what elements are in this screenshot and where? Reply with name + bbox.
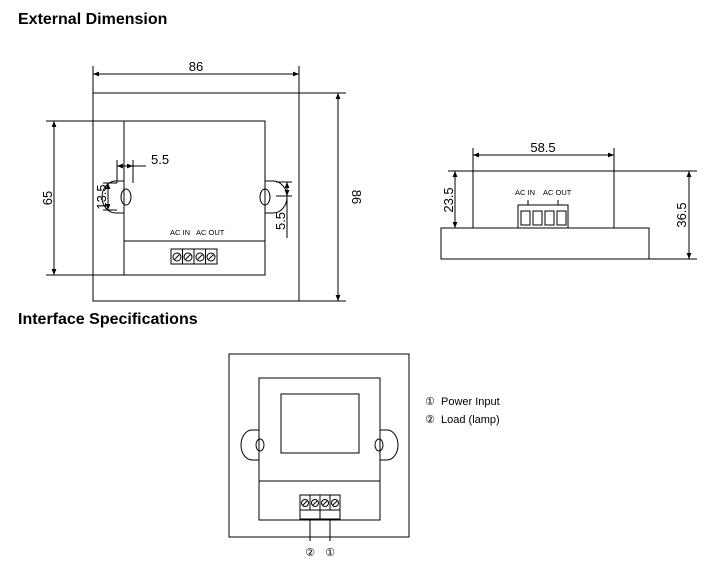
legend-text-load-lamp: Load (lamp)	[441, 414, 500, 426]
side-width-label: 58.5	[530, 140, 555, 155]
side-base-plate	[440, 227, 650, 260]
interface-view	[228, 353, 410, 541]
interface-terminal-block	[299, 494, 341, 520]
side-ac-out-label: AC OUT	[543, 188, 572, 197]
front-ac-in-label: AC IN	[170, 228, 190, 237]
interface-display-window	[280, 393, 360, 454]
hole-height-label: 13.5	[94, 184, 109, 209]
interface-left-hole	[255, 438, 265, 452]
terminal-marker-power: ①	[325, 547, 335, 559]
front-module-body	[123, 120, 266, 276]
left-mounting-hole	[120, 188, 132, 206]
front-terminal-block	[170, 248, 218, 265]
side-width-dimension	[472, 148, 615, 171]
hole-height-dimension	[103, 182, 117, 211]
front-view	[46, 66, 346, 302]
front-inner-height-dimension	[46, 120, 124, 276]
front-ac-out-label: AC OUT	[196, 228, 225, 237]
right-mounting-ear	[265, 180, 288, 214]
side-view	[440, 148, 697, 260]
legend-text-power-input: Power Input	[441, 396, 500, 408]
external-dimension-heading: External Dimension	[18, 11, 168, 28]
hole-offset-dimension	[116, 160, 146, 183]
side-total-height-dimension	[614, 170, 697, 260]
interface-outer-plate	[228, 353, 410, 538]
interface-left-ear	[240, 429, 259, 461]
hole-offset-label: 5.5	[151, 152, 169, 167]
side-module-body	[472, 170, 615, 229]
right-mounting-hole	[259, 188, 271, 206]
front-width-label: 86	[189, 59, 203, 74]
side-terminal-block	[517, 200, 569, 229]
front-inner-height-label: 65	[40, 191, 55, 205]
terminal-marker-load: ②	[305, 547, 315, 559]
hole-bottom-dimension	[276, 181, 292, 238]
interface-module-body	[258, 377, 381, 521]
front-outer-height-label: 86	[349, 190, 364, 204]
front-outer-plate	[92, 92, 300, 302]
interface-specifications-heading: Interface Specifications	[18, 311, 198, 328]
interface-right-ear	[380, 429, 399, 461]
legend-marker-2: ②	[425, 414, 435, 426]
side-module-height-label: 23.5	[441, 187, 456, 212]
front-width-dimension	[92, 66, 300, 93]
front-outer-height-dimension	[299, 92, 346, 302]
side-ac-in-label: AC IN	[515, 188, 535, 197]
side-module-height-dimension	[448, 170, 473, 228]
legend-marker-1: ①	[425, 396, 435, 408]
hole-bottom-label: 5.5	[273, 212, 288, 230]
side-total-height-label: 36.5	[674, 202, 689, 227]
left-mounting-ear	[101, 180, 124, 214]
interface-right-hole	[374, 438, 384, 452]
